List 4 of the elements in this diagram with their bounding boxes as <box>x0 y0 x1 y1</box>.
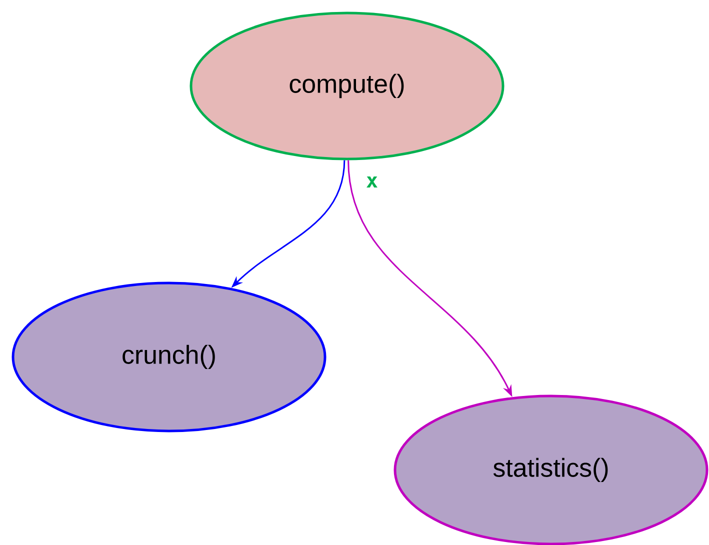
ellipse-node: crunch() <box>12 282 326 432</box>
ellipse-node: statistics() <box>394 394 708 545</box>
ellipse-node: compute() <box>190 12 504 160</box>
edge-label: x <box>365 176 379 188</box>
